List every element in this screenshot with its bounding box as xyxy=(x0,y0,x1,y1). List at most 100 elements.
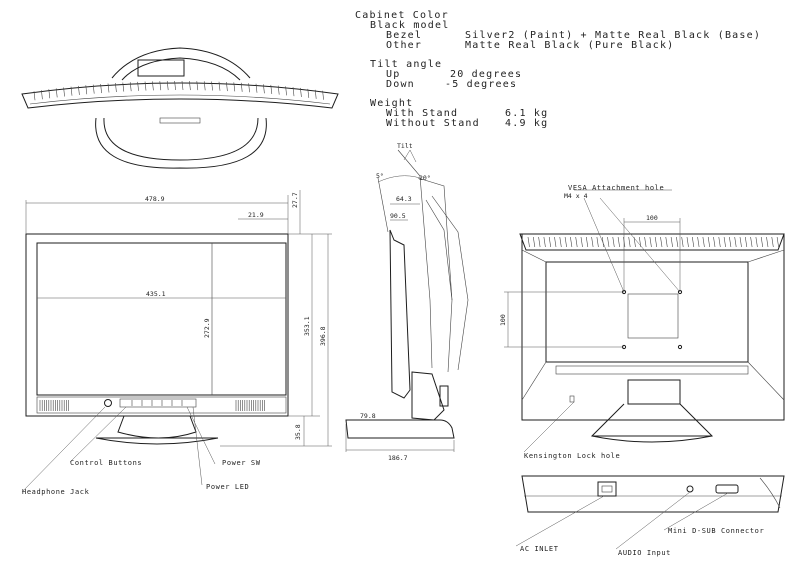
dim-screen-height: 272.9 xyxy=(203,318,211,338)
dim-tilt-front: 5° xyxy=(376,172,384,180)
dim-side-inner: 90.5 xyxy=(390,212,406,220)
top-vent-rib xyxy=(92,84,95,94)
callout-power-led: Power LED xyxy=(206,483,249,491)
rear-vent-rib xyxy=(649,236,652,248)
rear-vent-rib xyxy=(644,236,647,248)
spec-weight: Weight xyxy=(370,98,413,109)
rear-stand-base xyxy=(590,403,714,443)
top-vent-rib xyxy=(314,89,317,99)
top-vent-rib xyxy=(55,88,58,98)
control-buttons-strip xyxy=(119,398,197,408)
top-vent-rib xyxy=(322,90,324,100)
rear-vent-rib xyxy=(718,236,721,248)
front-speaker-left xyxy=(39,400,69,411)
rear-vent-rib xyxy=(755,236,758,248)
rear-vent-rib xyxy=(533,236,536,248)
spec-without-stand-value: 4.9 kg xyxy=(505,118,548,129)
rear-vents xyxy=(527,236,779,248)
rear-vent-rib xyxy=(612,236,615,248)
spec-up-value: 20 degrees xyxy=(450,69,522,80)
dim-front-width: 478.9 xyxy=(145,195,165,203)
top-vent-rib xyxy=(174,80,176,91)
rear-vent-rib xyxy=(745,236,748,248)
top-vent-rib xyxy=(48,89,51,99)
dim-front-height-a: 353.1 xyxy=(303,316,311,336)
top-vent-rib xyxy=(107,83,110,93)
spec-down-label: Down xyxy=(386,79,415,90)
rear-vent-rib xyxy=(760,236,763,248)
rear-vent-rib xyxy=(654,236,657,248)
top-vent-rib xyxy=(277,85,280,95)
rear-vent-rib xyxy=(548,236,551,248)
rear-vent-rib xyxy=(586,236,589,248)
dim-side-foot: 79.8 xyxy=(360,412,376,420)
top-vent-rib xyxy=(189,81,191,91)
headphone-jack-icon xyxy=(104,399,112,407)
rear-vent-rib xyxy=(750,236,753,248)
dim-tilt-label: Tilt xyxy=(397,142,413,150)
rear-vent-rib xyxy=(538,236,541,248)
spec-block: Cabinet Color Black model Bezel Silver2 … xyxy=(355,10,761,129)
top-vent-rib xyxy=(100,83,102,94)
top-vent-rib xyxy=(137,81,139,91)
spec-other-label: Other xyxy=(386,40,422,51)
vesa-plate xyxy=(627,293,679,339)
rear-vent-rib xyxy=(527,236,530,248)
kensington-lock-icon xyxy=(569,395,575,403)
rear-vent-rib xyxy=(575,236,578,248)
top-vent-rib xyxy=(152,81,154,91)
front-view: 478.9 21.9 27.7 435.1 272.9 353.1 396.8 … xyxy=(21,190,332,496)
top-view-vents xyxy=(33,80,324,101)
rear-vent-rib xyxy=(554,236,557,248)
mini-dsub-icon xyxy=(715,484,739,494)
ac-inlet-icon xyxy=(597,481,617,497)
callout-control-buttons: Control Buttons xyxy=(70,459,142,467)
front-bezel xyxy=(25,233,289,417)
callout-mini-dsub: Mini D-SUB Connector xyxy=(668,527,764,535)
dim-side-depth: 186.7 xyxy=(388,454,408,462)
side-stand-base xyxy=(345,419,455,439)
rear-vent-rib xyxy=(686,236,689,248)
rear-vent-rib xyxy=(771,236,774,248)
top-vent-rib xyxy=(85,85,88,95)
rear-stand-neck xyxy=(627,379,681,405)
top-vent-rib xyxy=(226,82,228,92)
rear-vent-rib xyxy=(729,236,732,248)
side-panel xyxy=(389,229,411,399)
spec-bezel-value: Silver2 (Paint) + Matte Real Black (Base… xyxy=(465,30,761,41)
top-vent-rib xyxy=(78,85,80,95)
rear-vent-rib xyxy=(607,236,610,248)
callout-kensington: Kensington Lock hole xyxy=(524,452,620,460)
rear-vent-rib xyxy=(580,236,583,248)
spec-with-stand-value: 6.1 kg xyxy=(505,108,548,119)
top-vent-rib xyxy=(41,90,43,100)
top-vent-rib xyxy=(181,80,184,91)
top-vent-rib xyxy=(129,82,132,92)
side-stand-neck xyxy=(411,371,445,421)
spec-without-stand-label: Without Stand xyxy=(386,118,480,129)
rear-vent-rib xyxy=(543,236,546,248)
rear-vent-rib xyxy=(713,236,716,248)
connector-view: AC INLET AUDIO Input Mini D-SUB Connecto… xyxy=(515,475,785,557)
rear-vent-rib xyxy=(707,236,710,248)
rear-vent-rib xyxy=(670,236,673,248)
rear-vent-rib xyxy=(665,236,668,248)
connector-panel xyxy=(521,475,785,513)
top-vent-rib xyxy=(263,84,265,94)
dim-vesa-v: 100 xyxy=(499,314,507,326)
spec-bezel-label: Bezel xyxy=(386,30,422,41)
callout-audio-input: AUDIO Input xyxy=(618,549,671,557)
top-vent-rib xyxy=(196,81,199,91)
rear-vent-rib xyxy=(766,236,769,248)
dim-screen-width: 435.1 xyxy=(146,290,166,298)
callout-ac-inlet: AC INLET xyxy=(520,545,559,553)
front-stand-neck xyxy=(117,415,197,439)
rear-vent-rib xyxy=(723,236,726,248)
rear-vent-rib xyxy=(633,236,636,248)
top-vent-rib xyxy=(203,81,206,91)
top-vent-rib xyxy=(115,82,117,93)
top-vent-rib xyxy=(122,82,125,92)
top-vent-rib xyxy=(144,81,147,91)
